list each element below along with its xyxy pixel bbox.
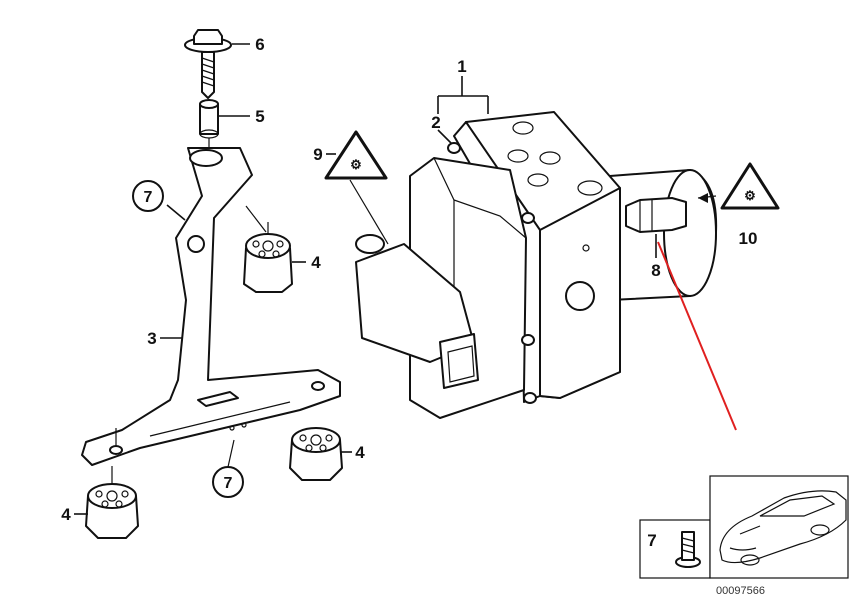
warning-triangle-9: ⚙ xyxy=(324,130,389,245)
svg-text:7: 7 xyxy=(144,189,153,206)
callout-3: 3 xyxy=(147,329,156,348)
svg-text:⚙: ⚙ xyxy=(744,188,756,203)
callout-4-lower: 4 xyxy=(61,505,71,524)
reference-number: 00097566 xyxy=(716,585,765,597)
svg-text:⚙: ⚙ xyxy=(350,157,362,172)
callout-4-upper: 4 xyxy=(311,253,321,272)
callout-2: 2 xyxy=(431,113,440,132)
callout-4-middle: 4 xyxy=(355,443,365,462)
callout-1: 1 xyxy=(457,57,466,76)
callout-8: 8 xyxy=(651,261,660,280)
inset-bolt-part xyxy=(675,531,701,568)
rubber-mount-middle xyxy=(289,427,343,481)
inset-box: 7 00097566 xyxy=(639,475,849,597)
callout-7-bracket: 7 xyxy=(132,180,164,212)
callout-7-inset: 7 xyxy=(647,531,656,550)
callout-5: 5 xyxy=(255,107,264,126)
rubber-mount-upper xyxy=(243,222,293,293)
warning-triangle-10: ⚙ xyxy=(697,162,780,210)
car-outline-icon xyxy=(719,490,847,566)
callout-9: 9 xyxy=(313,145,322,164)
rubber-mount-lower xyxy=(85,466,139,539)
sleeve-part xyxy=(199,99,219,139)
callout-7-bottom: 7 xyxy=(212,439,244,498)
bolt-part xyxy=(184,29,232,99)
abs-hydraulic-unit xyxy=(355,111,718,419)
svg-text:7: 7 xyxy=(224,475,233,492)
bracket-part xyxy=(81,147,341,466)
pointer-arrow xyxy=(657,241,737,431)
callout-10: 10 xyxy=(739,229,758,248)
callout-6: 6 xyxy=(255,35,264,54)
